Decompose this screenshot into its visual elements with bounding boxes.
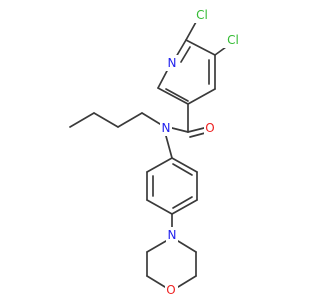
pyridine-bond-c6-c5 [157,87,189,105]
pyridine-bond-c5-c4 [187,88,216,105]
bond-carbonyl-n [171,127,189,133]
atom-n-pyridine-label: N [168,56,177,70]
atom-o-carbonyl-label: O [205,121,214,135]
atom-n-morpholine: N [166,227,178,243]
molecule-structure: Cl Cl N O N N [69,7,244,298]
morpholine-bond-left-o [146,275,166,288]
phenyl-bond-3-4 [146,199,173,215]
phenyl-bond-4-5 [171,199,198,215]
pyridine-bond-c2-n [175,39,187,58]
butyl-bond-c1-c2 [117,112,143,128]
butyl-bond-n-c1 [141,112,161,125]
pyridine-double-c6-c5 [165,88,189,102]
morpholine-bond-n-left [146,240,167,253]
phenyl-bond-6-1 [171,157,198,173]
bond-carbonyl-o-double [189,132,206,138]
atom-label-layer: Cl Cl N O N N [160,7,244,298]
butyl-bond-c2-c3 [93,112,119,128]
atom-o-morpholine-label: O [166,283,175,297]
bond-carbonyl-o [187,127,205,133]
phenyl-double-6-1 [172,163,193,176]
atom-cl-right: Cl [222,32,244,48]
atom-n-amide: N [160,120,172,136]
morpholine-bond-right-n [177,240,197,253]
atom-cl-left-label: Cl [196,8,208,22]
morpholine-bond-o-right [177,275,197,288]
atom-cl-left: Cl [191,7,213,23]
atom-o-morpholine: O [165,282,178,298]
pyridine-bond-c3-c2 [185,39,216,56]
phenyl-bond-1-2 [146,157,173,173]
bond-c2-cl [185,21,197,41]
butyl-bond-c3-c4 [69,112,95,128]
bond-n-phenyl [165,135,173,159]
atom-cl-right-label: Cl [227,33,239,47]
bond-layer [69,21,227,288]
bond-c3-cl [214,46,227,56]
atom-n-morpholine-label: N [168,228,177,242]
atom-n-pyridine: N [166,55,178,71]
structure-canvas: Cl Cl N O N N [69,7,244,298]
pyridine-double-c2-n [180,46,191,63]
atom-n-amide-label: N [162,121,171,135]
atom-o-carbonyl: O [204,120,217,136]
pyridine-bond-n-c6 [157,68,169,89]
phenyl-double-4-5 [172,196,193,209]
